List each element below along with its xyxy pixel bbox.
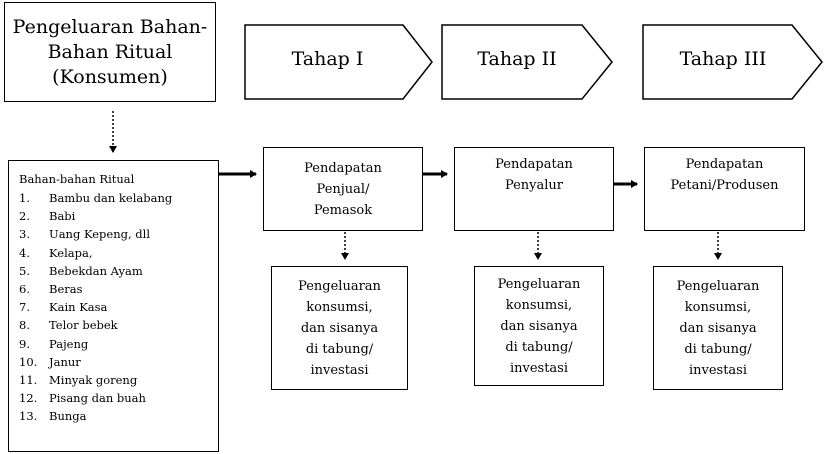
list-item-number: 9. [19,336,30,351]
list-item-text: Pajeng [49,336,89,351]
materials-title: Bahan-bahan Ritual [19,172,135,186]
list-item-text: Uang Kepeng, dll [49,227,151,242]
list-item-number: 8. [19,318,30,333]
stage-label-2: Tahap II [477,48,557,70]
list-item-number: 3. [19,227,30,242]
stage-arrow-3 [642,24,823,100]
list-item-number: 5. [19,263,30,278]
list-item-number: 1. [19,191,30,205]
spending-3-line-4: di tabung/ [684,341,752,357]
spending-1-line-2: konsumsi, [306,299,373,315]
list-item-number: 10. [19,354,38,369]
income-box-seller: Pendapatan Penjual/ Pemasok [263,147,423,231]
spending-2-line-2: konsumsi, [505,297,573,313]
stage-label-1: Tahap I [291,48,364,70]
spending-1-line-5: investasi [310,362,369,378]
stage-arrow-2 [441,24,613,100]
spending-3-line-2: konsumsi, [684,299,752,315]
income-3-line-2: Petani/Produsen [670,178,779,193]
income-1-line-3: Pemasok [313,202,373,218]
income-box-producer: Pendapatan Petani/Produsen [644,147,805,231]
list-item: 13. Bunga [19,407,218,425]
consumer-spending-box: Pengeluaran Bahan- Bahan Ritual (Konsume… [4,2,216,102]
materials-items: 1. Bambu dan kelabang 2. Babi 3. Uang Kepeng,… [19,189,218,426]
list-item: 8. Telor bebek [19,316,218,334]
income-2-line-1: Pendapatan [495,157,573,172]
list-item: 12. Pisang dan buah [19,389,218,407]
title-line-3: (Konsumen) [52,65,168,88]
list-item: 7. Kain Kasa [19,298,218,316]
income-1-line-2: Penjual/ [316,181,370,197]
list-item-number: 12. [19,391,38,406]
spending-3-line-1: Pengeluaran [676,278,760,294]
list-item-number: 7. [19,300,30,315]
list-item-number: 13. [19,409,38,424]
income-2-line-2: Penyalur [504,178,564,193]
list-item: 1. Bambu dan kelabang [19,189,218,207]
list-item-text: Janur [49,354,81,369]
list-item-number: 6. [19,282,30,297]
list-item-text: Minyak goreng [49,373,138,388]
spending-2-line-3: dan sisanya [500,318,578,334]
list-item-text: Pisang dan buah [49,391,146,406]
title-line-1: Pengeluaran Bahan- [12,15,208,38]
list-item-text: Kelapa, [49,245,93,260]
list-item: 5. Bebekdan Ayam [19,262,218,280]
list-item-text: Kain Kasa [49,300,108,315]
list-item: 11. Minyak goreng [19,371,218,389]
list-item: 6. Beras [19,280,218,298]
spending-2-line-5: investasi [509,360,569,376]
list-item-number: 11. [19,373,38,388]
list-item-text: Babi [49,209,76,224]
list-item-text: Bambu dan kelabang [49,191,173,205]
list-item-text: Beras [49,282,83,297]
spending-2-line-4: di tabung/ [505,339,573,355]
spending-2-line-1: Pengeluaran [497,276,581,292]
income-1-line-1: Pendapatan [304,160,382,176]
list-item: 10. Janur [19,353,218,371]
spending-3-line-5: investasi [688,362,748,378]
spending-1-line-4: di tabung/ [305,341,374,357]
list-item-number: 4. [19,245,30,260]
income-3-line-1: Pendapatan [685,157,764,172]
list-item: 4. Kelapa, [19,244,218,262]
list-item-text: Bunga [49,409,87,424]
spending-box-1: Pengeluaran konsumsi, dan sisanya di tab… [271,266,408,390]
list-item-text: Bebekdan Ayam [49,263,143,278]
stage-arrow-1 [244,24,433,100]
income-box-distributor: Pendapatan Penyalur [454,147,614,231]
title-line-2: Bahan Ritual [47,40,173,63]
stage-label-3: Tahap III [679,48,767,70]
spending-box-2: Pengeluaran konsumsi, dan sisanya di tab… [474,266,604,386]
list-item: 9. Pajeng [19,335,218,353]
spending-3-line-3: dan sisanya [679,320,757,336]
list-item-text: Telor bebek [49,318,118,333]
list-item: 3. Uang Kepeng, dll [19,225,218,243]
spending-1-line-1: Pengeluaran [298,278,381,294]
list-item: 2. Babi [19,207,218,225]
spending-box-3: Pengeluaran konsumsi, dan sisanya di tab… [653,266,783,390]
spending-1-line-3: dan sisanya [300,320,379,336]
ritual-materials-list: Bahan-bahan Ritual 1. Bambu dan kelabang 2… [8,160,219,452]
list-item-number: 2. [19,209,30,224]
